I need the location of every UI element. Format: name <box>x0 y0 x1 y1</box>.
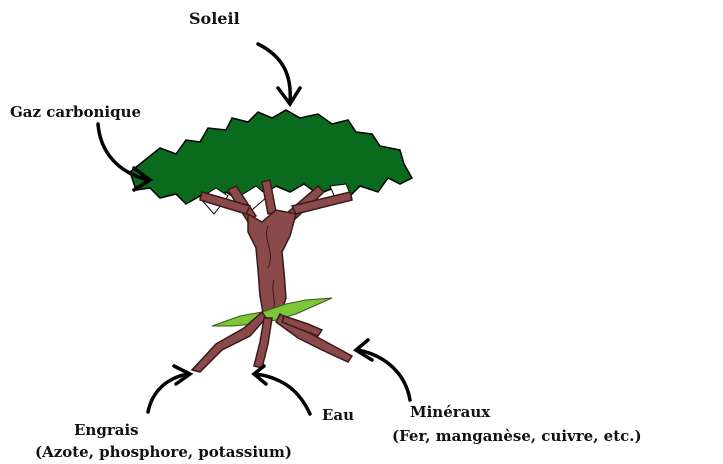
arrowhead-mineraux <box>353 338 374 362</box>
arrow-engrais <box>146 372 190 414</box>
root <box>253 317 273 369</box>
label-engrais: Engrais <box>74 421 139 439</box>
label-engrais-detail: (Azote, phosphore, potassium) <box>35 443 292 461</box>
arrowhead-eau <box>251 364 268 386</box>
arrows <box>96 42 412 416</box>
label-mineraux: Minéraux <box>410 403 491 421</box>
arrow-mineraux <box>356 348 412 402</box>
trunk-shape <box>247 209 297 319</box>
label-eau: Eau <box>322 406 355 424</box>
arrow-eau <box>254 372 312 416</box>
label-gaz-carbonique: Gaz carbonique <box>10 103 142 121</box>
arrow-gaz <box>96 122 150 182</box>
arrowhead-soleil <box>276 86 302 108</box>
root <box>190 310 267 373</box>
label-soleil: Soleil <box>189 9 240 28</box>
branch <box>290 191 353 215</box>
arrow-soleil <box>256 42 292 104</box>
arrowhead-engrais <box>172 364 194 386</box>
root <box>281 315 324 337</box>
branch <box>199 191 252 215</box>
label-mineraux-detail: (Fer, manganèse, cuivre, etc.) <box>392 427 642 445</box>
arrowhead-gaz <box>132 166 154 192</box>
tree-roots <box>190 310 354 373</box>
tree-trunk <box>247 209 297 319</box>
